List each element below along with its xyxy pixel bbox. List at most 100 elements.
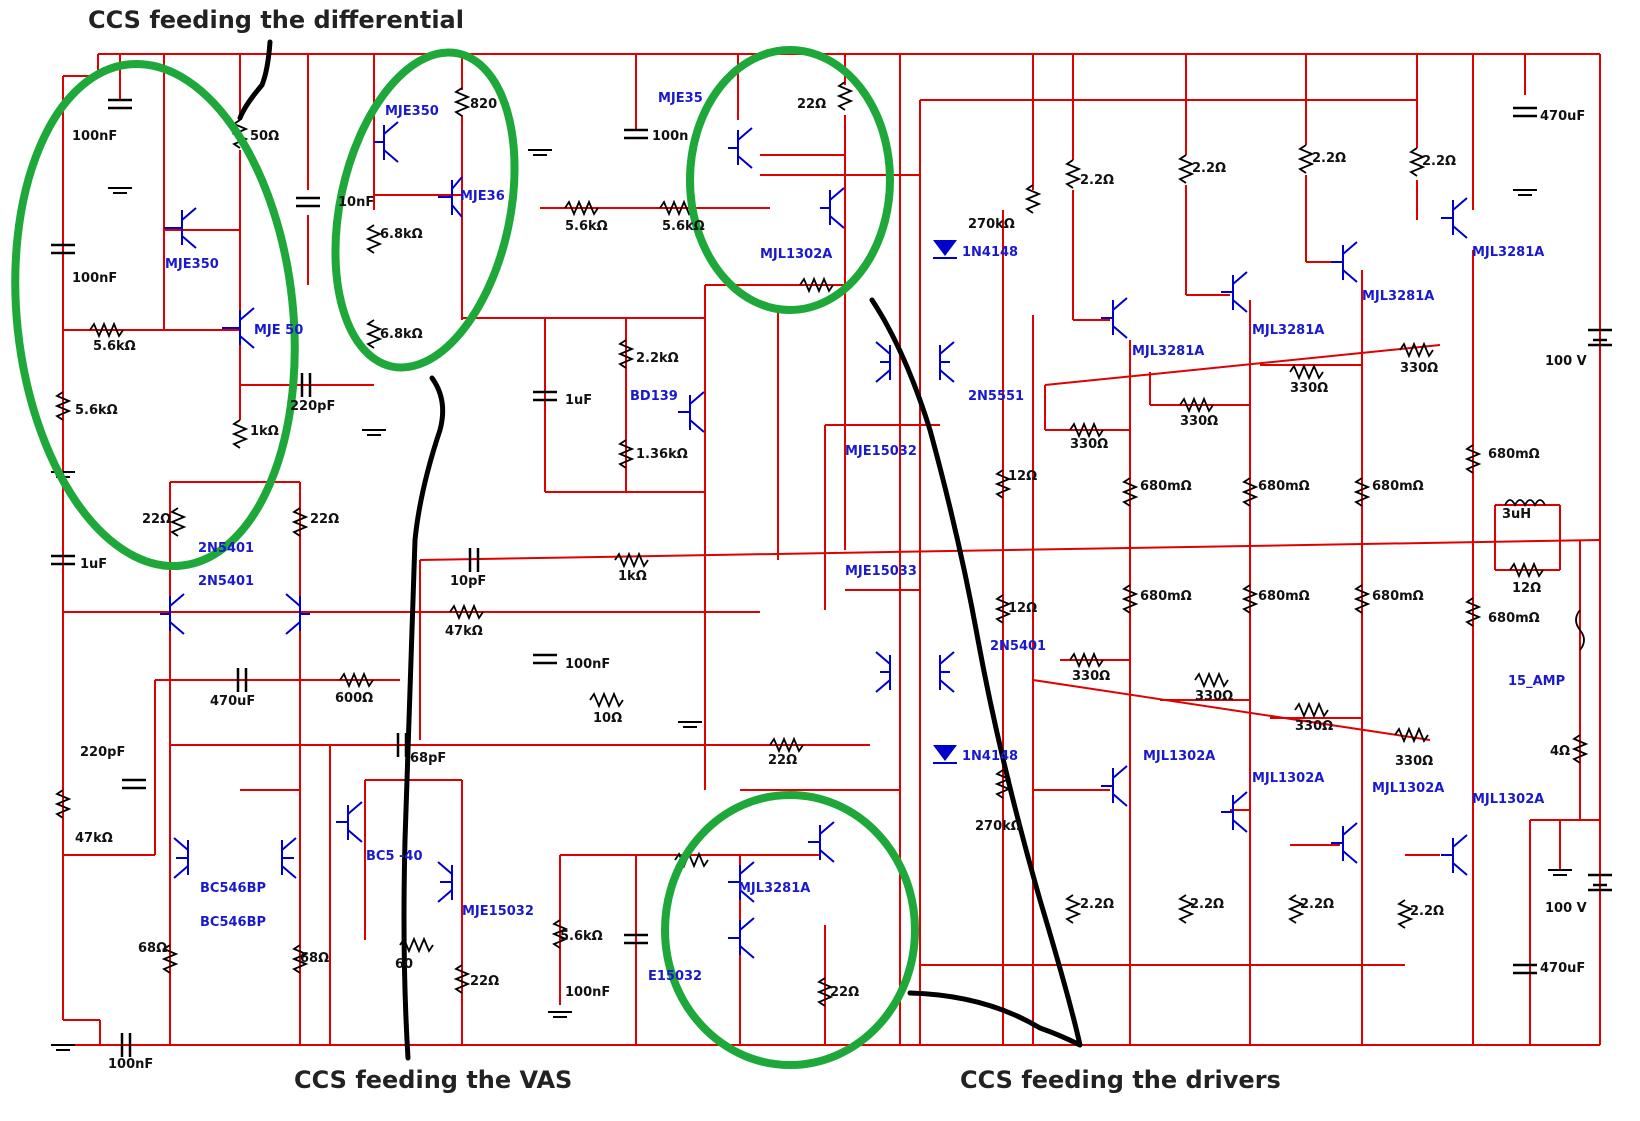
label-v-100-a: 100 V xyxy=(1545,354,1587,369)
label-q-bd139: BD139 xyxy=(630,389,678,404)
label-q-mjl3281a-d: MJL3281A xyxy=(1472,245,1544,260)
label-r-270k-a: 270kΩ xyxy=(968,217,1015,232)
label-c-100nf-e: 100nF xyxy=(108,1057,153,1072)
label-r-22-e: 22Ω xyxy=(470,974,499,989)
annotation-vas: CCS feeding the VAS xyxy=(294,1066,572,1094)
diodes xyxy=(933,240,957,764)
label-r-50: 50Ω xyxy=(250,129,279,144)
label-c-10pf: 10pF xyxy=(450,574,486,589)
label-v-100-b: 100 V xyxy=(1545,901,1587,916)
label-q-mjl1302a-c: MJL1302A xyxy=(1252,771,1324,786)
label-r-330-g: 330Ω xyxy=(1295,719,1333,734)
label-r-270k-b: 270kΩ xyxy=(975,819,1022,834)
label-r-12-c: 12Ω xyxy=(1512,581,1541,596)
label-r-12-b: 12Ω xyxy=(1008,601,1037,616)
label-r-330-b: 330Ω xyxy=(1290,381,1328,396)
label-c-10nf: 10nF xyxy=(338,195,374,210)
label-r-2r2-g: 2.2Ω xyxy=(1300,897,1334,912)
label-r-680m-h: 680mΩ xyxy=(1488,611,1540,626)
label-q-mje36: MJE36 xyxy=(460,189,505,204)
label-r-680m-a: 680mΩ xyxy=(1488,447,1540,462)
label-q-mjl1302a-d: MJL1302A xyxy=(1372,781,1444,796)
label-c-100n: 100n xyxy=(652,129,688,144)
label-r-22-a: 22Ω xyxy=(797,97,826,112)
label-r-2r2-d: 2.2Ω xyxy=(1422,154,1456,169)
label-fuse: 15_AMP xyxy=(1508,674,1565,689)
label-q-mje35a: MJE35 xyxy=(658,91,703,106)
label-r-1k-b: 1kΩ xyxy=(618,569,647,584)
label-q-mje3-50: MJE 50 xyxy=(254,323,303,338)
label-r-680m-g: 680mΩ xyxy=(1372,589,1424,604)
label-q-bc546-40: BC5 -40 xyxy=(366,849,423,864)
label-c2: 100nF xyxy=(72,271,117,286)
label-l-3uh: 3uH xyxy=(1502,507,1531,522)
label-c-470uf-b: 470uF xyxy=(1540,109,1585,124)
label-q-mje15032-a: MJE15032 xyxy=(845,444,917,459)
label-q-mje350-b: MJE350 xyxy=(385,104,439,119)
label-r-6k8-b: 6.8kΩ xyxy=(380,327,423,342)
transistors xyxy=(160,121,1468,959)
label-r-1k36: 1.36kΩ xyxy=(636,447,688,462)
annotation-rings xyxy=(11,46,919,1069)
label-r-680m-c: 680mΩ xyxy=(1258,479,1310,494)
label-r-2k2: 2.2kΩ xyxy=(636,351,679,366)
label-r-680m-b: 680mΩ xyxy=(1140,479,1192,494)
label-c-68pf: 68pF xyxy=(410,751,446,766)
label-r-680m-e: 680mΩ xyxy=(1140,589,1192,604)
label-q-mjl1302a-b: MJL1302A xyxy=(1143,749,1215,764)
label-c1: 100nF xyxy=(72,129,117,144)
label-c-1uf-a: 1uF xyxy=(565,393,592,408)
label-r-330-h: 330Ω xyxy=(1395,754,1433,769)
label-q-mjl1302a-e: MJL1302A xyxy=(1472,792,1544,807)
label-r-6k8-a: 6.8kΩ xyxy=(380,227,423,242)
label-q-bc546bp-a: BC546BP xyxy=(200,881,266,896)
label-c-220pf-a: 220pF xyxy=(290,399,335,414)
label-r-330-d: 330Ω xyxy=(1070,437,1108,452)
label-r-2r2-h: 2.2Ω xyxy=(1410,904,1444,919)
label-q-mjl3281a-c: MJL3281A xyxy=(1362,289,1434,304)
label-r-600: 600Ω xyxy=(335,691,373,706)
annotation-drivers: CCS feeding the drivers xyxy=(960,1066,1281,1094)
label-q-mjl3281a-b: MJL3281A xyxy=(1252,323,1324,338)
label-r-680m-f: 680mΩ xyxy=(1258,589,1310,604)
label-c-100nf-d: 100nF xyxy=(565,985,610,1000)
label-q-mje350-a: MJE350 xyxy=(165,257,219,272)
pen-strokes xyxy=(237,39,1083,1061)
label-r-330-c: 330Ω xyxy=(1180,414,1218,429)
label-r-10: 10Ω xyxy=(593,711,622,726)
label-r-2r2-c: 2.2Ω xyxy=(1312,151,1346,166)
label-r-330-e: 330Ω xyxy=(1072,669,1110,684)
label-r-5k6-b: 5.6kΩ xyxy=(75,403,118,418)
label-r-47k-b: 47kΩ xyxy=(75,831,113,846)
label-r-22-c: 22Ω xyxy=(310,512,339,527)
label-q-bc546bp-b: BC546BP xyxy=(200,915,266,930)
label-r-22-d: 22Ω xyxy=(768,753,797,768)
label-r-820: 820 xyxy=(470,97,497,112)
label-q-2n5401-c: 2N5401 xyxy=(990,639,1046,654)
label-r-2r2-e: 2.2Ω xyxy=(1080,897,1114,912)
label-q-2n5401-b: 2N5401 xyxy=(198,574,254,589)
label-c-100nf-c: 100nF xyxy=(565,657,610,672)
label-q-mje15032-b: MJE15032 xyxy=(462,904,534,919)
component-labels: 100nF 100nF 5.6kΩ 5.6kΩ 50Ω MJE350 MJE 5… xyxy=(72,91,1587,1072)
label-r-2r2-f: 2.2Ω xyxy=(1190,897,1224,912)
label-r-5k6-c: 5.6kΩ xyxy=(565,219,608,234)
label-r-330-a: 330Ω xyxy=(1400,361,1438,376)
label-r-1k-a: 1kΩ xyxy=(250,424,279,439)
label-r-5k6-d: 5.6kΩ xyxy=(662,219,705,234)
label-c-220pf-b: 220pF xyxy=(80,745,125,760)
label-q-mjl3281a-a: MJL3281A xyxy=(1132,344,1204,359)
label-r-68-a: 68Ω xyxy=(138,941,167,956)
label-d-1n4148-a: 1N4148 xyxy=(962,245,1018,260)
label-q-mjl3281a-drv: MJL3281A xyxy=(738,881,810,896)
label-q-mje15033: MJE15033 xyxy=(845,564,917,579)
label-r-330-f: 330Ω xyxy=(1195,689,1233,704)
label-r-4: 4Ω xyxy=(1550,744,1570,759)
grounds xyxy=(51,149,1572,1051)
label-q-mje15032-c: E15032 xyxy=(648,969,702,984)
label-q-2n5401-a: 2N5401 xyxy=(198,541,254,556)
label-r-22-f: 22Ω xyxy=(830,985,859,1000)
label-c-470uf-a: 470uF xyxy=(210,694,255,709)
resistors xyxy=(54,81,1589,1007)
